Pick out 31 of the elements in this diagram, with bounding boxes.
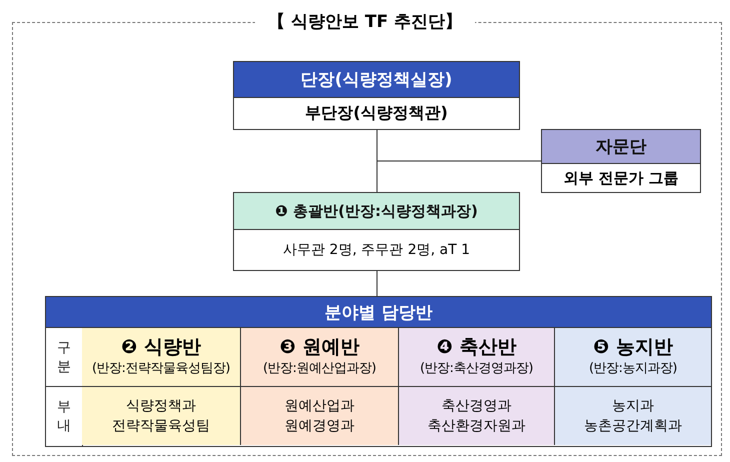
box-text: 사무관 2명, 주무관 2명, aT 1 bbox=[282, 241, 470, 259]
team-name: ❷ 식량반 bbox=[121, 335, 201, 359]
department-list: 식량정책과 전략작물육성팀 bbox=[105, 396, 217, 436]
box-heading: ❶ 총괄반(반장:식량정책과장) bbox=[275, 202, 478, 220]
row-label: 부내 bbox=[57, 398, 71, 435]
team-name: ❹ 축산반 bbox=[436, 335, 516, 359]
team-name: ❺ 농지반 bbox=[593, 335, 673, 359]
team-column bbox=[241, 327, 399, 445]
team-leader: (반장:농지과장) bbox=[588, 360, 678, 378]
table-heading: 분야별 담당반 bbox=[324, 302, 432, 324]
team-column bbox=[555, 327, 711, 445]
row-label: 구분 bbox=[57, 339, 71, 376]
connector-line bbox=[376, 270, 378, 296]
team-table bbox=[45, 296, 712, 447]
team-column bbox=[82, 327, 241, 445]
team-column bbox=[399, 327, 555, 445]
department-list: 원예산업과 원예경영과 bbox=[264, 396, 376, 436]
connector-line bbox=[376, 130, 542, 162]
box-heading: 자문단 bbox=[596, 136, 646, 158]
advisory-box bbox=[541, 129, 701, 193]
box-heading: 단장(식량정책실장) bbox=[300, 69, 452, 91]
team-leader: (반장:축산경영과장) bbox=[420, 360, 534, 378]
leader-box bbox=[233, 61, 520, 130]
team-leader: (반장:전략작물육성팀장) bbox=[92, 360, 230, 378]
team-box bbox=[233, 192, 520, 271]
department-list: 농지과 농촌공간계획과 bbox=[577, 396, 689, 436]
team-leader: (반장:원예산업과장) bbox=[262, 360, 376, 378]
box-text: 외부 전문가 그룹 bbox=[563, 168, 679, 188]
team-name: ❸ 원예반 bbox=[280, 335, 360, 359]
box-text: 부단장(식량정책관) bbox=[305, 103, 448, 124]
department-list: 축산경영과 축산환경자원과 bbox=[420, 396, 532, 436]
